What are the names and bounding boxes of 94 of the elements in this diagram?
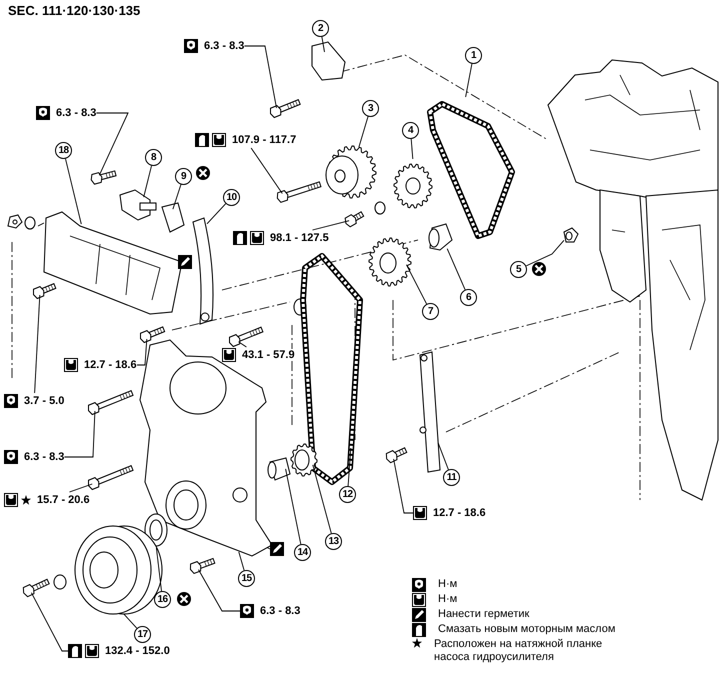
bolt <box>386 447 408 464</box>
legend-text: Расположен на натяжной планке насоса гидроусилителя <box>434 638 604 664</box>
leader-line <box>30 592 68 652</box>
leader-line <box>156 548 162 592</box>
leader-line <box>321 36 325 52</box>
legend-text: Н·м <box>438 593 458 606</box>
sprocket <box>326 145 377 199</box>
torque-value: 107.9 - 117.7 <box>232 134 296 146</box>
torque-value: 6.3 - 8.3 <box>204 40 244 52</box>
callout-number: 10 <box>223 189 240 206</box>
bolt <box>276 181 322 203</box>
nut <box>7 214 23 229</box>
chain-guide <box>192 218 214 324</box>
plug <box>563 227 579 242</box>
leader-line <box>410 138 414 160</box>
callout-number: 5 <box>510 261 527 278</box>
bolt <box>344 211 364 228</box>
torque-value: 6.3 - 8.3 <box>260 605 300 617</box>
torque-value: 15.7 - 20.6 <box>37 494 90 506</box>
leader-line <box>238 551 245 571</box>
bolt <box>270 99 301 118</box>
leader-line <box>65 158 82 225</box>
leader-line <box>393 458 414 514</box>
bolt <box>140 326 166 344</box>
bolt <box>228 326 264 348</box>
callout-number: 11 <box>443 469 460 486</box>
legend-text: Нанести герметик <box>438 608 530 621</box>
leader-line <box>172 184 182 210</box>
leader-line <box>465 63 472 98</box>
chain-tensioner <box>312 41 346 81</box>
callout-number: 3 <box>362 100 379 117</box>
leader-line <box>438 442 449 470</box>
leader-line <box>143 165 152 198</box>
bolt <box>32 283 56 300</box>
callout-number: 1 <box>465 47 482 64</box>
bolt <box>90 170 117 185</box>
leader-line <box>124 614 138 629</box>
legend-text: Н·м <box>438 578 458 591</box>
leader-line <box>34 294 40 394</box>
leader-line <box>446 248 466 290</box>
section-title: SEC. 111·120·130·135 <box>8 3 140 18</box>
torque-value: 98.1 - 127.5 <box>270 232 329 244</box>
callout-number: 8 <box>145 149 162 166</box>
callout-number: 18 <box>55 142 72 159</box>
leader-line <box>526 240 564 266</box>
bolt <box>88 390 134 416</box>
leader-line <box>69 484 93 492</box>
callout-number: 2 <box>312 20 329 37</box>
torque-value: 43.1 - 57.9 <box>242 349 295 361</box>
spacer-sleeve <box>268 457 291 481</box>
callout-number: 12 <box>339 486 356 503</box>
cover-plate <box>43 211 183 314</box>
bolt <box>88 465 134 490</box>
leader-line <box>136 338 148 366</box>
leader-line <box>348 448 352 486</box>
torque-value: 6.3 - 8.3 <box>24 451 64 463</box>
callout-number: 17 <box>134 626 151 643</box>
callout-number: 13 <box>325 533 342 550</box>
callout-number: 6 <box>460 289 477 306</box>
gasket <box>161 202 185 233</box>
leader-line <box>312 220 350 230</box>
sprocket <box>393 164 433 208</box>
leader-line <box>285 468 302 545</box>
callout-number: 14 <box>294 544 311 561</box>
callout-number: 16 <box>154 591 171 608</box>
leader-line <box>96 112 129 176</box>
callout-number: 15 <box>238 570 255 587</box>
leader-line <box>406 264 428 304</box>
bolt <box>190 558 216 574</box>
leader-line <box>244 46 277 108</box>
callout-number: 4 <box>402 122 419 139</box>
callout-number: 9 <box>175 168 192 185</box>
leader-line <box>238 341 247 348</box>
torque-value: 12.7 - 18.6 <box>84 359 137 371</box>
torque-value: 12.7 - 18.6 <box>433 507 486 519</box>
timing-chain <box>300 253 363 485</box>
torque-value: 3.7 - 5.0 <box>24 395 64 407</box>
sprocket <box>290 443 318 477</box>
torque-value: 6.3 - 8.3 <box>56 107 96 119</box>
leader-line <box>358 116 368 148</box>
leader-line <box>64 410 96 458</box>
leader-line <box>250 148 283 194</box>
idler-sleeve <box>428 223 453 251</box>
bolt <box>22 578 50 598</box>
callout-number: 7 <box>422 303 439 320</box>
sprocket <box>368 237 412 287</box>
timing-chain <box>427 101 515 239</box>
leader-line <box>198 569 240 612</box>
tensioner-housing <box>119 189 156 221</box>
front-cover <box>139 339 273 557</box>
torque-value: 132.4 - 152.0 <box>105 645 170 657</box>
legend-text: Смазать новым моторным маслом <box>438 623 616 636</box>
leader-line <box>206 203 226 224</box>
chain-guide <box>419 351 441 473</box>
